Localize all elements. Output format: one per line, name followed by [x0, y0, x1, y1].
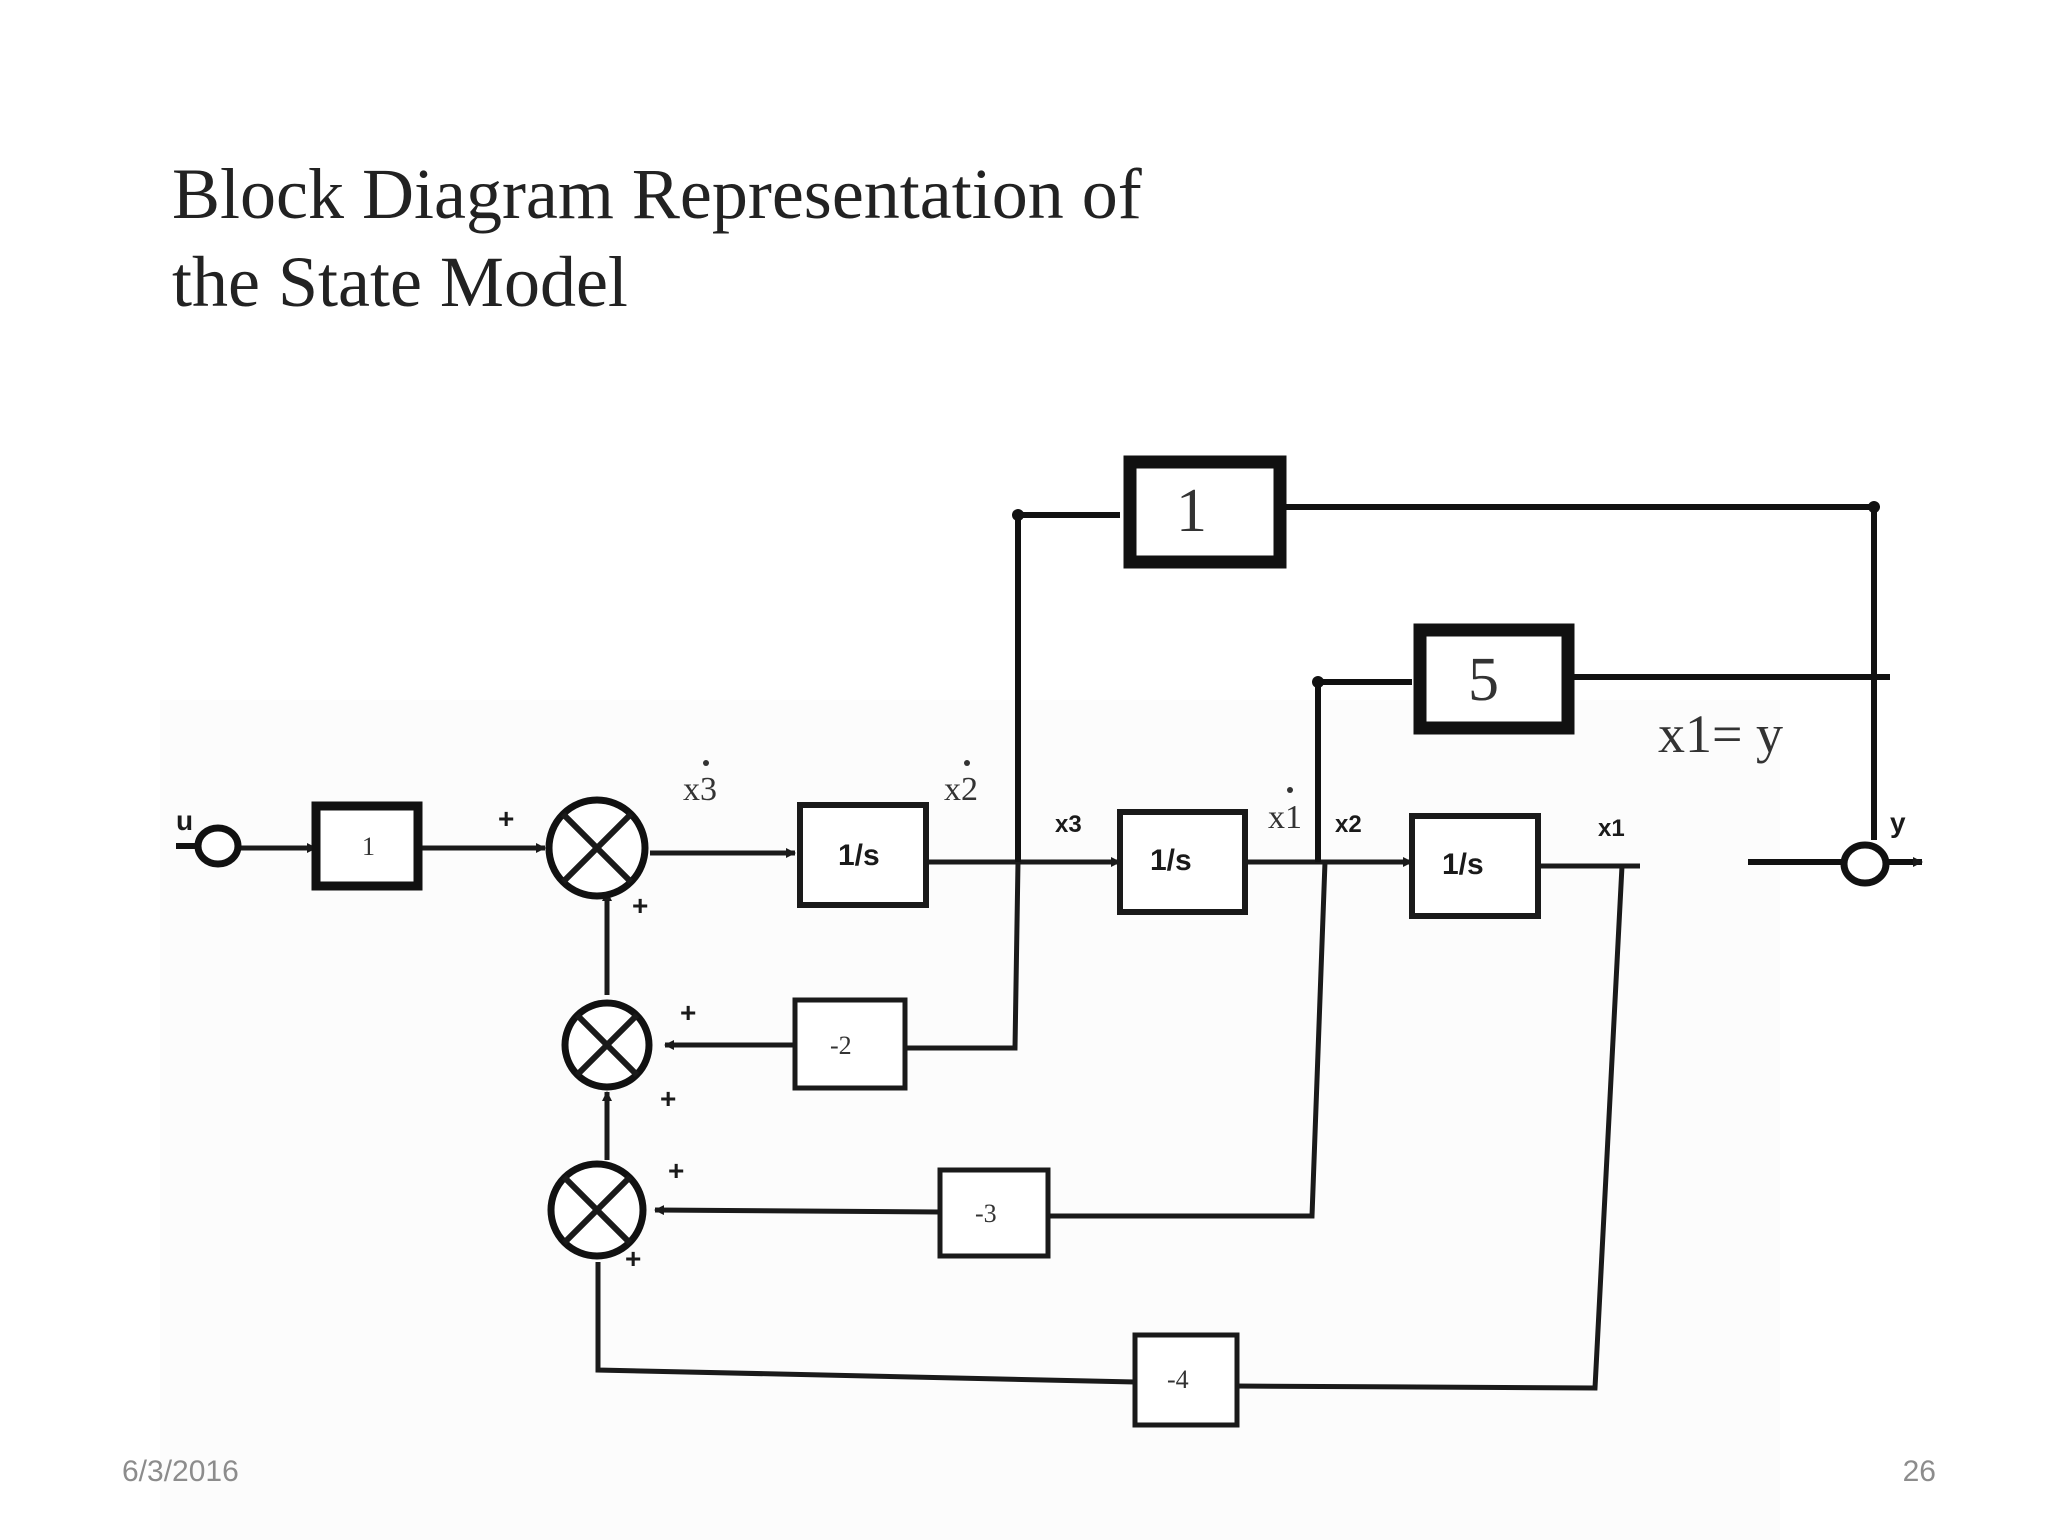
plus-sign-sum3-bottom: +: [625, 1243, 641, 1274]
gain-value-minus-3: -3: [975, 1199, 997, 1228]
plus-sign-sum3-right: +: [668, 1155, 684, 1186]
output-gain-block-1: 1: [1123, 455, 1287, 569]
output-node: [1840, 841, 1890, 887]
output-equation: x1= y: [1658, 704, 1783, 764]
summing-junction-3: [547, 1160, 647, 1260]
input-gain-value: 1: [362, 832, 375, 861]
input-gain-block: [311, 801, 423, 891]
summing-junction-2: [561, 999, 653, 1091]
signal-label-x3: x3: [1055, 811, 1082, 838]
gain-block-minus-2: -2: [792, 997, 908, 1091]
integrator-label-1: 1/s: [838, 839, 880, 872]
signal-label-x3-dot: x3: [683, 760, 717, 808]
plus-sign-sum2-bottom: +: [660, 1083, 676, 1114]
integrator-block-1: 1/s: [797, 802, 929, 908]
output-gain-value-5: 5: [1468, 646, 1499, 714]
summing-junction-main: [545, 796, 649, 900]
input-label: u: [176, 805, 193, 836]
integrator-block-2: 1/s: [1117, 809, 1248, 915]
svg-text:x1: x1: [1268, 799, 1302, 836]
plus-sign-main-left: +: [498, 803, 514, 834]
gain-block-minus-3: -3: [937, 1167, 1051, 1259]
signal-label-x2: x2: [1335, 811, 1362, 838]
gain-value-minus-2: -2: [830, 1031, 852, 1060]
plus-sign-main-bottom: +: [632, 890, 648, 921]
integrator-block-3: 1/s: [1409, 813, 1541, 919]
slide-title-line-1: Block Diagram Representation of: [172, 154, 1142, 234]
footer-date: 6/3/2016: [122, 1455, 239, 1488]
forward-path-wires: [218, 843, 1640, 869]
gain-value-minus-4: -4: [1167, 1365, 1189, 1394]
signal-label-x2-dot: x2: [944, 760, 978, 808]
integrator-label-2: 1/s: [1150, 844, 1192, 877]
signal-label-x1: x1: [1598, 815, 1625, 842]
slide-title: Block Diagram Representation of the Stat…: [172, 150, 1472, 326]
svg-text:x3: x3: [683, 771, 717, 808]
plus-sign-sum2-right: +: [680, 997, 696, 1028]
signal-label-x1-dot: x1: [1268, 787, 1302, 836]
input-node: [176, 824, 242, 868]
output-label: y: [1890, 807, 1906, 838]
feedback-wires: [595, 861, 1625, 1391]
slide-title-line-2: the State Model: [172, 242, 628, 322]
gain-block-minus-4: -4: [1132, 1332, 1240, 1428]
output-path-wires: [1012, 501, 1923, 867]
output-gain-block-5: 5: [1413, 623, 1575, 735]
footer-page-number: 26: [1902, 1455, 1936, 1488]
svg-text:x2: x2: [944, 771, 978, 808]
integrator-label-3: 1/s: [1442, 848, 1484, 881]
output-gain-value-1: 1: [1176, 477, 1207, 545]
